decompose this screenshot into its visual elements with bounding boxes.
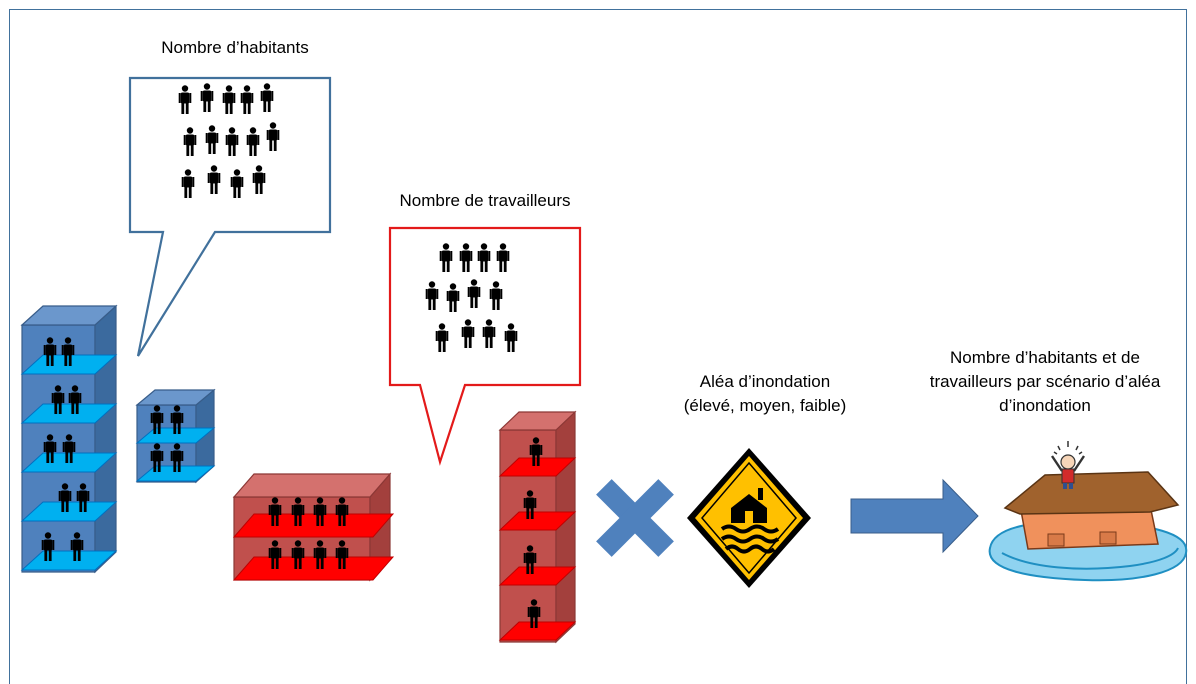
label-travailleurs: Nombre de travailleurs (399, 191, 571, 210)
callout-travailleurs-shape (388, 226, 582, 466)
label-result-line1: Nombre d’habitants et de (950, 348, 1140, 367)
work-tower-tall (498, 410, 577, 644)
label-alea-line1: Aléa d’inondation (699, 372, 831, 391)
residential-building-small (135, 388, 216, 484)
residential-tower-tall (20, 304, 118, 574)
label-result-line2: travailleurs par scénario d’aléa (929, 372, 1161, 391)
flooded-house-icon (988, 441, 1188, 582)
label-alea-inondation: Aléa d’inondation (élevé, moyen, faible) (640, 370, 890, 418)
callout-habitants-shape (128, 76, 332, 357)
label-alea-line2: (élevé, moyen, faible) (683, 396, 847, 415)
diagram-frame (9, 9, 1187, 684)
callout-habitants (128, 76, 332, 357)
label-result-line3: d’inondation (999, 396, 1091, 415)
work-building-wide (232, 472, 395, 582)
flood-warning-sign-icon (687, 448, 811, 588)
label-habitants: Nombre d’habitants (161, 38, 309, 57)
callout-travailleurs (388, 226, 582, 466)
label-result: Nombre d’habitants et de travailleurs pa… (900, 346, 1190, 418)
cross-icon (596, 479, 674, 557)
arrow-icon (850, 478, 979, 554)
residential-tower-tall-floors (20, 354, 118, 571)
